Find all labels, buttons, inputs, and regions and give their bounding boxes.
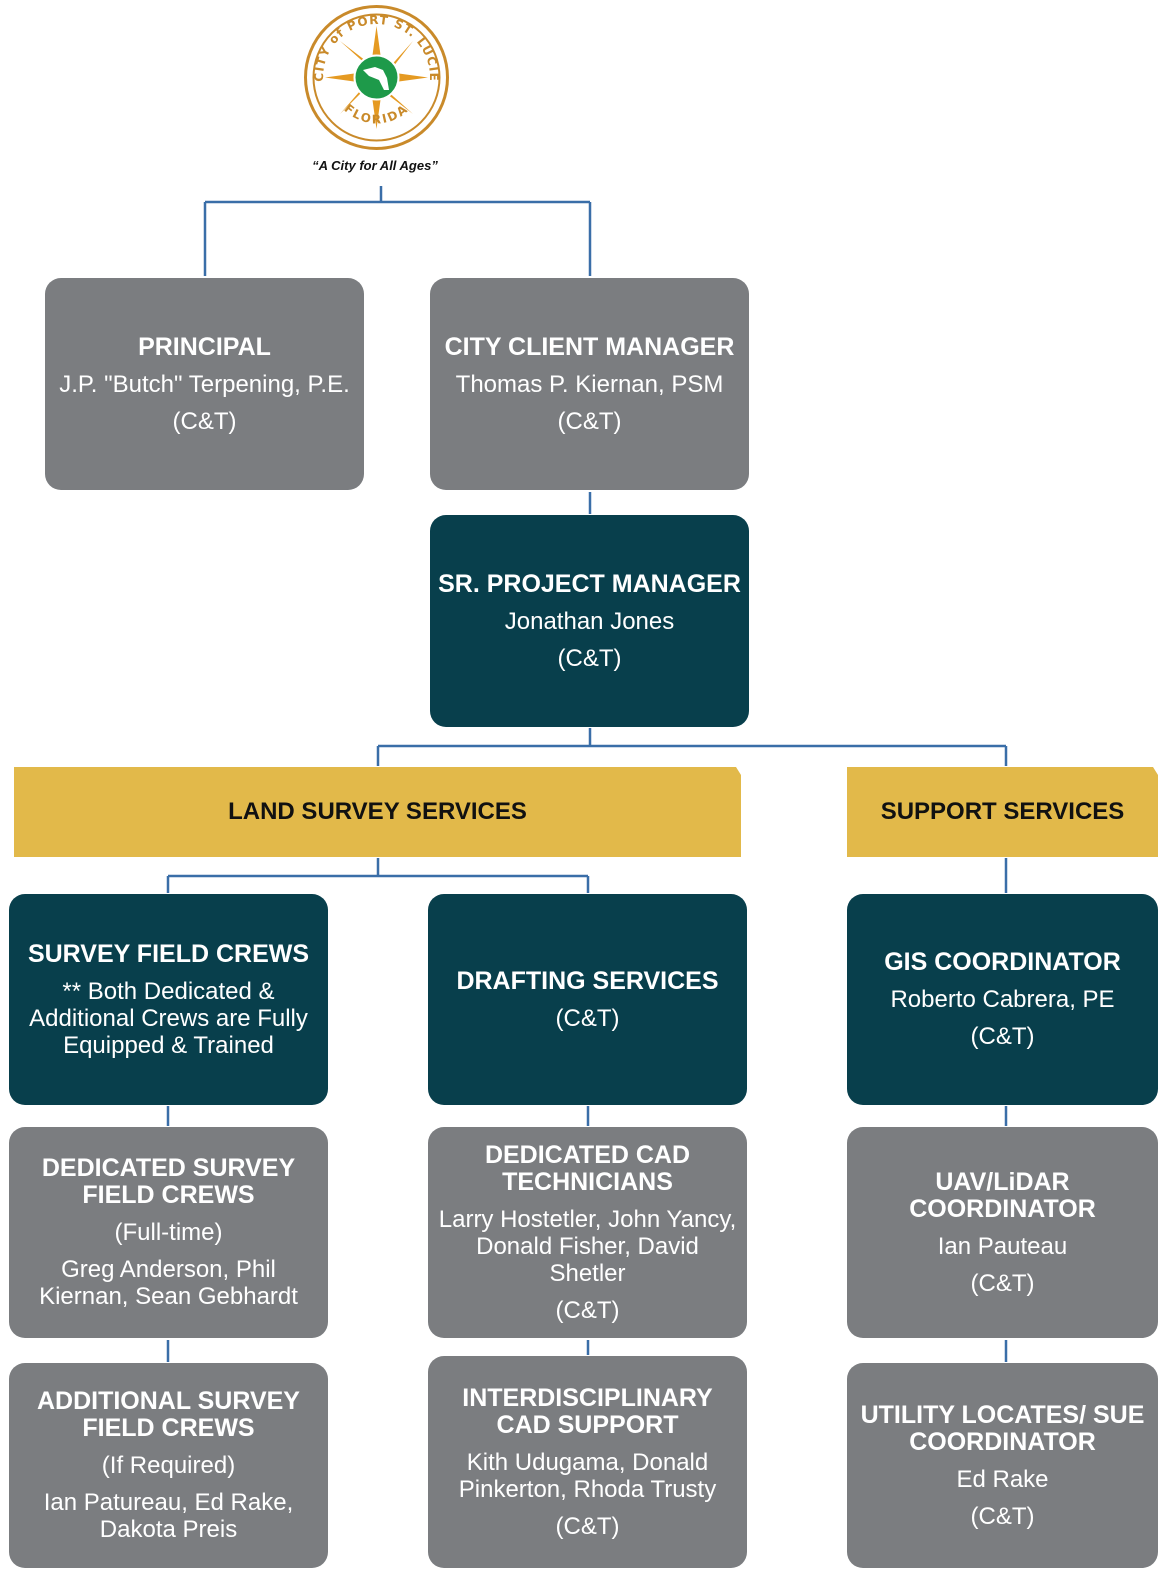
uav-lidar-coordinator-name: Ian Pauteau: [937, 1232, 1068, 1260]
principal-box: PRINCIPAL J.P. "Butch" Terpening, P.E. (…: [45, 278, 364, 490]
dedicated-survey-field-crews-note: (Full-time): [114, 1219, 223, 1246]
dedicated-cad-technicians-box: DEDICATED CAD TECHNICIANS Larry Hostetle…: [428, 1127, 747, 1338]
additional-survey-field-crews-names: Ian Patureau, Ed Rake, Dakota Preis: [43, 1489, 294, 1543]
additional-survey-field-crews-box: ADDITIONAL SURVEY FIELD CREWS (If Requir…: [9, 1363, 328, 1568]
land-survey-services-band: LAND SURVEY SERVICES: [14, 767, 741, 857]
city-client-manager-org: (C&T): [557, 407, 622, 435]
dedicated-cad-technicians-names: Larry Hostetler, John Yancy, Donald Fish…: [438, 1205, 737, 1287]
survey-field-crews-box: SURVEY FIELD CREWS ** Both Dedicated & A…: [9, 894, 328, 1105]
connector-pm-services: [376, 728, 1008, 766]
principal-name: J.P. "Butch" Terpening, P.E.: [59, 370, 350, 398]
interdisciplinary-cad-support-box: INTERDISCIPLINARY CAD SUPPORT Kith Uduga…: [428, 1356, 747, 1568]
survey-field-crews-note: ** Both Dedicated & Additional Crews are…: [29, 977, 308, 1059]
interdisciplinary-cad-support-names: Kith Udugama, Donald Pinkerton, Rhoda Tr…: [458, 1448, 717, 1503]
dedicated-survey-field-crews-title: DEDICATED SURVEY FIELD CREWS: [41, 1154, 296, 1209]
city-tagline: “A City for All Ages”: [312, 158, 438, 173]
connector-row3-row4: [166, 1340, 1008, 1362]
interdisciplinary-cad-support-title: INTERDISCIPLINARY CAD SUPPORT: [462, 1383, 713, 1439]
connector-land-survey: [166, 858, 590, 893]
interdisciplinary-cad-support-org: (C&T): [555, 1512, 620, 1540]
dedicated-cad-technicians-title: DEDICATED CAD TECHNICIANS: [484, 1140, 691, 1196]
uav-lidar-coordinator-org: (C&T): [970, 1269, 1035, 1297]
dedicated-cad-technicians-org: (C&T): [555, 1296, 620, 1324]
dedicated-survey-field-crews-box: DEDICATED SURVEY FIELD CREWS (Full-time)…: [9, 1127, 328, 1338]
utility-locates-coordinator-name: Ed Rake: [956, 1465, 1049, 1493]
additional-survey-field-crews-note: (If Required): [101, 1452, 236, 1479]
drafting-services-org: (C&T): [555, 1004, 620, 1032]
uav-lidar-coordinator-title: UAV/LiDAR COORDINATOR: [909, 1167, 1096, 1223]
city-client-manager-box: CITY CLIENT MANAGER Thomas P. Kiernan, P…: [430, 278, 749, 490]
survey-field-crews-title: SURVEY FIELD CREWS: [27, 939, 310, 968]
dedicated-survey-field-crews-names: Greg Anderson, Phil Kiernan, Sean Gebhar…: [39, 1256, 298, 1310]
utility-locates-coordinator-box: UTILITY LOCATES/ SUE COORDINATOR Ed Rake…: [847, 1363, 1158, 1568]
connector-row2-row3: [166, 1106, 1008, 1126]
principal-title: PRINCIPAL: [138, 332, 271, 361]
sr-project-manager-name: Jonathan Jones: [504, 607, 675, 635]
drafting-services-title: DRAFTING SERVICES: [456, 966, 719, 995]
sr-project-manager-box: SR. PROJECT MANAGER Jonathan Jones (C&T): [430, 515, 749, 727]
additional-survey-field-crews-title: ADDITIONAL SURVEY FIELD CREWS: [36, 1387, 300, 1442]
gis-coordinator-org: (C&T): [970, 1023, 1035, 1050]
utility-locates-coordinator-title: UTILITY LOCATES/ SUE COORDINATOR: [860, 1400, 1145, 1456]
gis-coordinator-title: GIS COORDINATOR: [884, 948, 1121, 976]
city-client-manager-title: CITY CLIENT MANAGER: [444, 332, 735, 361]
city-seal-logo: CITY of PORT ST. LUCIE FLORIDA: [304, 5, 449, 150]
city-client-manager-name: Thomas P. Kiernan, PSM: [455, 370, 724, 398]
gis-coordinator-box: GIS COORDINATOR Roberto Cabrera, PE (C&T…: [847, 894, 1158, 1105]
drafting-services-box: DRAFTING SERVICES (C&T): [428, 894, 747, 1105]
sr-project-manager-title: SR. PROJECT MANAGER: [438, 569, 741, 598]
principal-org: (C&T): [172, 407, 237, 435]
connector-top: [203, 186, 592, 276]
utility-locates-coordinator-org: (C&T): [970, 1502, 1035, 1530]
uav-lidar-coordinator-box: UAV/LiDAR COORDINATOR Ian Pauteau (C&T): [847, 1127, 1158, 1338]
sr-project-manager-org: (C&T): [557, 644, 622, 672]
gis-coordinator-name: Roberto Cabrera, PE: [890, 986, 1115, 1013]
support-services-band: SUPPORT SERVICES: [847, 767, 1158, 857]
